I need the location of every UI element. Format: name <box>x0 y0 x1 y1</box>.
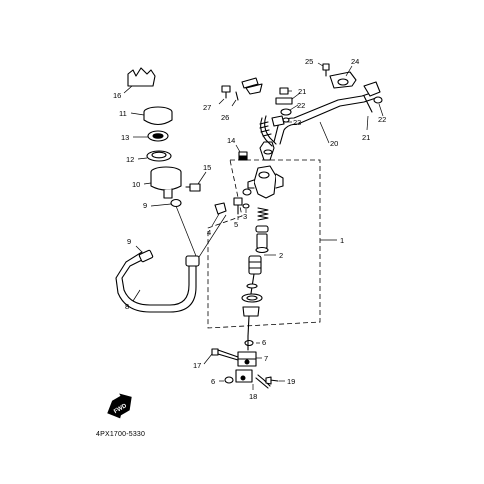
callout-1: 1 <box>340 236 344 245</box>
callout-16: 16 <box>113 91 121 100</box>
assembly-boundary <box>207 159 321 329</box>
guide-screw <box>218 85 231 105</box>
callout-11: 11 <box>119 109 127 118</box>
bleed-screw-14 <box>235 144 248 161</box>
callout-26: 26 <box>221 113 229 122</box>
callout-21-upper: 21 <box>298 87 306 96</box>
reservoir-hose <box>115 251 200 313</box>
master-cylinder-body <box>247 165 284 199</box>
reservoir-to-cylinder-line <box>175 205 197 257</box>
callout-9-upper: 9 <box>143 201 147 210</box>
gasket-22b <box>373 96 384 117</box>
callout-6-lower: 6 <box>211 377 215 386</box>
callout-7: 7 <box>264 354 268 363</box>
lock-nut-upper <box>244 339 260 347</box>
holder-screw-25 <box>317 62 330 77</box>
reservoir-to-master-line <box>198 214 227 258</box>
callout-22-left: 22 <box>297 101 305 110</box>
o-ring <box>242 188 252 196</box>
callout-2: 2 <box>279 251 283 260</box>
cap-plate <box>133 130 169 142</box>
piston-cup <box>255 225 269 254</box>
fwd-arrow: FWD <box>107 393 132 419</box>
callout-18: 18 <box>249 392 257 401</box>
callout-9-lower: 9 <box>127 237 131 246</box>
piston-spring <box>257 207 269 221</box>
diagram-code: 4PX1700-5330 <box>96 431 145 438</box>
reservoir-cap-cover <box>123 67 156 94</box>
callout-27: 27 <box>203 103 211 112</box>
diaphragm <box>137 150 172 162</box>
washer-3 <box>242 203 250 213</box>
hose-fitting-23 <box>271 115 292 127</box>
callout-20: 20 <box>330 139 338 148</box>
callout-10: 10 <box>132 180 140 189</box>
clevis-pin <box>203 348 239 365</box>
piston <box>248 254 276 275</box>
callout-21-lower: 21 <box>362 133 370 142</box>
hose-clip-upper <box>150 198 182 208</box>
union-bolt <box>259 141 275 161</box>
hose-clip-lower <box>135 245 154 263</box>
callout-17: 17 <box>193 361 201 370</box>
reservoir-cap <box>130 106 173 126</box>
boot <box>242 306 260 337</box>
washer-lower <box>219 376 234 384</box>
callout-3: 3 <box>243 212 247 221</box>
union-bolt-21b <box>363 81 381 131</box>
union-bolt-21a <box>279 87 292 95</box>
callout-4: 4 <box>207 228 211 237</box>
master-bolt-right <box>233 197 243 220</box>
callout-14: 14 <box>227 136 235 145</box>
clevis <box>237 351 262 367</box>
callout-12: 12 <box>126 155 134 164</box>
callout-19: 19 <box>287 377 295 386</box>
callout-25: 25 <box>305 57 313 66</box>
hose-joint <box>275 92 301 116</box>
hose-holder-24 <box>329 65 357 89</box>
reservoir-tank <box>143 166 182 199</box>
circlip <box>241 293 263 303</box>
reservoir-bolt <box>185 171 207 192</box>
callout-23: 23 <box>293 118 301 127</box>
hose-guide-clip <box>231 77 263 107</box>
cotter-pin-19 <box>265 376 285 385</box>
clevis-lower <box>235 369 253 383</box>
callout-22-right: 22 <box>378 115 386 124</box>
callout-8: 8 <box>125 302 129 311</box>
hose-ring-26 <box>259 115 277 147</box>
callout-15: 15 <box>203 163 211 172</box>
callout-13: 13 <box>121 133 129 142</box>
master-bolt-left <box>211 202 227 227</box>
callout-5: 5 <box>234 220 238 229</box>
callout-24: 24 <box>351 57 359 66</box>
callout-6-upper: 6 <box>262 338 266 347</box>
